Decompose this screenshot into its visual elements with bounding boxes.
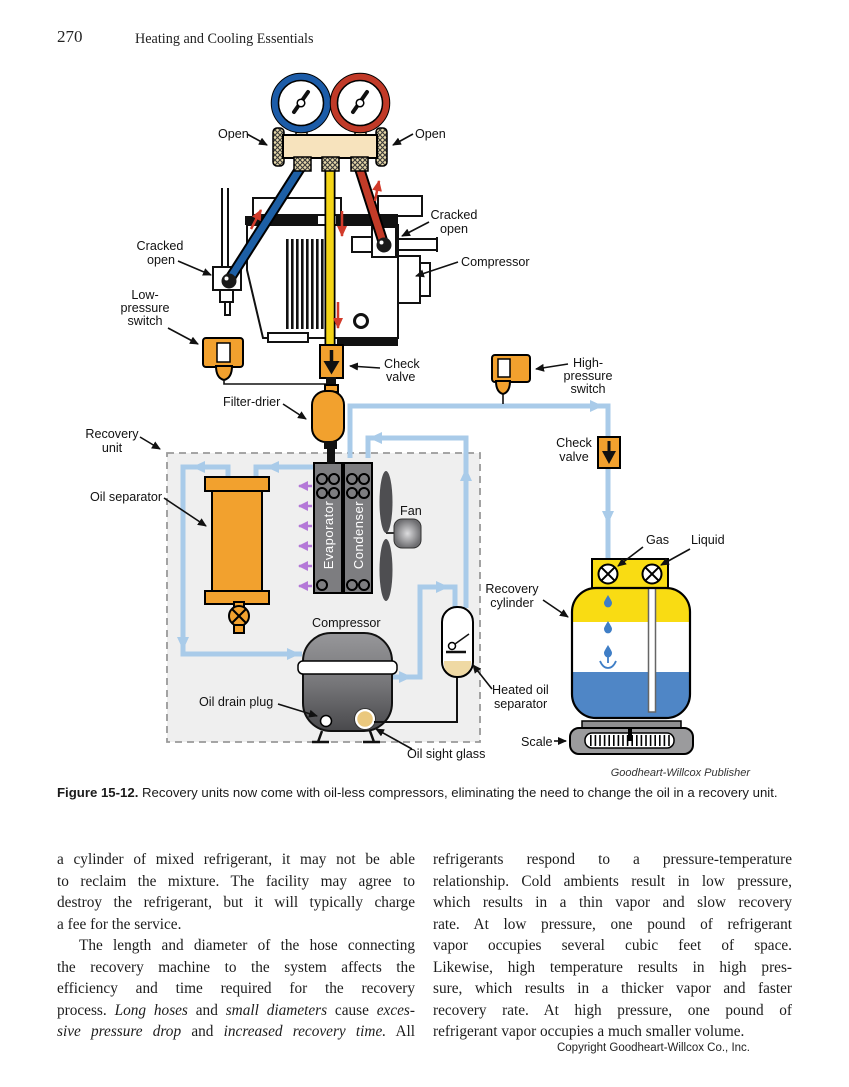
text-line: recovery rate. At high pressure, one pou… bbox=[433, 1001, 792, 1019]
label-fan: Fan bbox=[400, 504, 422, 518]
check-valve-center bbox=[319, 344, 344, 386]
low-side-gauge-icon bbox=[270, 72, 332, 134]
evaporator-label: Evaporator bbox=[321, 501, 336, 570]
heated-oil-separator bbox=[374, 606, 474, 723]
recovery-compressor bbox=[297, 632, 398, 744]
label-oil-separator: Oil separator bbox=[90, 490, 162, 504]
recovery-unit-diagram: Evaporator Condenser bbox=[85, 72, 751, 779]
high-side-gauge-icon bbox=[329, 72, 391, 134]
svg-text:open: open bbox=[440, 222, 468, 236]
text-line: process. Long hoses and small diameters … bbox=[57, 1001, 415, 1019]
label-open-right: Open bbox=[415, 127, 446, 141]
label-compressor-unit: Compressor bbox=[312, 616, 381, 630]
text-line: the recovery machine to the system affec… bbox=[57, 958, 415, 976]
label-arrows bbox=[139, 133, 691, 750]
text-line: vapor occupies several cubic feet of spa… bbox=[433, 937, 792, 955]
text-line: destroy the refrigerant, but it will typ… bbox=[57, 894, 415, 912]
text-line: to reclaim the mixture. The facility may… bbox=[57, 872, 415, 890]
figure-caption-text: Recovery units now come with oil-less co… bbox=[142, 785, 778, 800]
publisher-credit: Goodheart-Willcox Publisher bbox=[611, 767, 752, 779]
svg-text:cylinder: cylinder bbox=[490, 596, 533, 610]
text-line: relationship. Cold ambients result in lo… bbox=[433, 872, 792, 890]
page-number: 270 bbox=[57, 27, 83, 46]
copyright-footer: Copyright Goodheart-Willcox Co., Inc. bbox=[556, 1042, 750, 1054]
pipe-flow-arrows bbox=[177, 400, 614, 683]
label-scale: Scale bbox=[521, 735, 553, 749]
oil-sight-glass bbox=[354, 708, 376, 730]
svg-text:separator: separator bbox=[494, 697, 547, 711]
airflow-arrows bbox=[298, 481, 312, 591]
refrigerant-droplets bbox=[599, 595, 617, 669]
svg-text:valve: valve bbox=[386, 370, 415, 384]
svg-text:open: open bbox=[147, 253, 175, 267]
check-valve-right bbox=[597, 436, 621, 469]
scale bbox=[569, 720, 694, 755]
text-line: which results in a thin vapor and slow r… bbox=[433, 894, 792, 912]
label-filter-drier: Filter-drier bbox=[223, 395, 280, 409]
refrigerant-pipes bbox=[177, 400, 614, 683]
svg-text:valve: valve bbox=[559, 450, 588, 464]
low-side-hose bbox=[226, 165, 304, 282]
text-line: efficiency and time required for the rec… bbox=[57, 980, 415, 998]
label-gas: Gas bbox=[646, 533, 669, 547]
gas-valve-icon bbox=[597, 563, 619, 585]
label-low-pressure-switch: Low- bbox=[131, 288, 158, 302]
condenser-label: Condenser bbox=[351, 501, 366, 569]
system-unit-line-art bbox=[212, 188, 438, 346]
high-pressure-switch bbox=[491, 354, 531, 404]
figure-caption-label: Figure 15-12. bbox=[57, 785, 139, 800]
label-recovery-unit: Recovery bbox=[85, 427, 139, 441]
gauge-manifold bbox=[270, 72, 391, 172]
label-compressor-system: Compressor bbox=[461, 255, 530, 269]
dip-tube bbox=[647, 587, 657, 713]
fan bbox=[379, 471, 422, 601]
svg-text:pressure: pressure bbox=[121, 301, 170, 315]
text-line: The length and diameter of the hose conn… bbox=[79, 937, 415, 955]
running-head: Heating and Cooling Essentials bbox=[135, 31, 314, 47]
svg-text:switch: switch bbox=[128, 314, 163, 328]
label-liquid: Liquid bbox=[691, 533, 725, 547]
text-line: a cylinder of mixed refrigerant, it may … bbox=[57, 851, 415, 868]
label-check-valve-center: Check bbox=[384, 357, 420, 371]
recovery-cylinder bbox=[570, 558, 692, 720]
svg-text:switch: switch bbox=[571, 382, 606, 396]
label-heated-oil-separator: Heated oil bbox=[492, 683, 549, 697]
text-line: sure, which results in a thicker vapor a… bbox=[433, 980, 792, 998]
label-cracked-open-right: Cracked bbox=[431, 208, 478, 222]
diagram-labels: Open Open Cracked open Cracked open Comp… bbox=[85, 127, 751, 779]
low-pressure-switch bbox=[202, 337, 329, 390]
text-line: rate. At low pressure, one pound of refr… bbox=[433, 915, 792, 933]
figure-caption: Figure 15-12. Recovery units now come wi… bbox=[57, 784, 802, 801]
label-oil-drain-plug: Oil drain plug bbox=[199, 695, 273, 709]
filter-drier bbox=[311, 384, 345, 464]
label-high-pressure-switch: High- bbox=[573, 356, 603, 370]
hoses bbox=[221, 164, 392, 346]
oil-drain-plug bbox=[319, 714, 333, 728]
text-line: a fee for the service. bbox=[57, 915, 182, 933]
label-check-valve-right: Check bbox=[556, 436, 592, 450]
liquid-valve-icon bbox=[641, 563, 663, 585]
evaporator-condenser-coils: Evaporator Condenser bbox=[313, 462, 373, 594]
label-cracked-open-left: Cracked bbox=[137, 239, 184, 253]
label-oil-sight-glass: Oil sight glass bbox=[407, 747, 485, 761]
label-recovery-cylinder: Recovery bbox=[485, 582, 539, 596]
oil-separator bbox=[204, 476, 270, 634]
high-side-hose bbox=[355, 165, 388, 247]
body-left-column: a cylinder of mixed refrigerant, it may … bbox=[57, 851, 415, 1045]
svg-text:unit: unit bbox=[102, 441, 123, 455]
label-open-left: Open bbox=[218, 127, 249, 141]
system-compressor bbox=[397, 255, 421, 304]
text-line: refrigerant vapor occupies a much smalle… bbox=[433, 1023, 745, 1041]
body-right-column: refrigerants respond to a pressure-tempe… bbox=[433, 851, 792, 1045]
text-line: refrigerants respond to a pressure-tempe… bbox=[433, 851, 792, 868]
svg-text:pressure: pressure bbox=[564, 369, 613, 383]
text-line: sive pressure drop and increased recover… bbox=[57, 1023, 415, 1041]
text-line: Likewise, high temperature results in hi… bbox=[433, 958, 792, 976]
hose-flow-arrows bbox=[249, 180, 382, 329]
